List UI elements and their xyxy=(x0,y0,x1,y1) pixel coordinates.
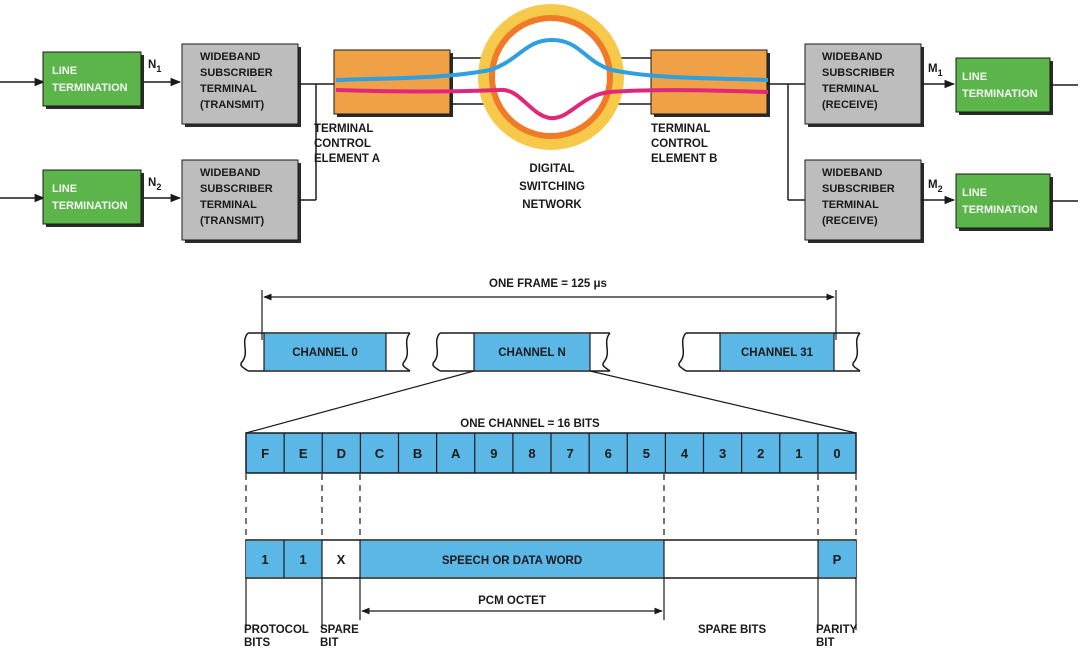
label-m2: M2 xyxy=(928,179,943,194)
channel-bit-6: 6 xyxy=(605,446,612,461)
channel-bit-5: 5 xyxy=(643,446,650,461)
spare-bits-caption: SPARE BITS xyxy=(698,624,766,636)
expand-line-right xyxy=(590,371,856,433)
connector-right xyxy=(767,84,805,200)
channel-bit-A: A xyxy=(451,446,461,461)
line-termination-left-2: LINE TERMINATION xyxy=(43,170,144,227)
frame-title: ONE FRAME = 125 μs xyxy=(489,278,607,290)
channel-bit-1: 1 xyxy=(795,446,802,461)
channel-bit-B: B xyxy=(413,446,422,461)
word-protocol-bit-2-label: 1 xyxy=(299,552,306,567)
frame-channel-n-label: CHANNEL N xyxy=(498,347,566,359)
word-speech-data-label: SPEECH OR DATA WORD xyxy=(442,555,582,567)
channel-bit-8: 8 xyxy=(528,446,535,461)
expand-line-left xyxy=(246,371,474,433)
label-n1: N1 xyxy=(148,59,161,74)
label-n2: N2 xyxy=(148,177,161,192)
pcm-octet-label: PCM OCTET xyxy=(478,595,546,607)
word-section: 1 1 X SPEECH OR DATA WORD P PCM OCTET PR… xyxy=(244,540,858,649)
channel-title: ONE CHANNEL = 16 BITS xyxy=(460,418,600,430)
channel-bit-7: 7 xyxy=(566,446,573,461)
frame-section: ONE FRAME = 125 μs CHANNEL 0 CHANNEL N C… xyxy=(241,278,860,433)
channel-section: ONE CHANNEL = 16 BITS F E D C B A 9 8 7 6 5 4 3 2 1 0 xyxy=(246,418,856,540)
frame-channel-0-label: CHANNEL 0 xyxy=(292,347,358,359)
channel-bit-2: 2 xyxy=(757,446,764,461)
lt-left-1-line1: LINE xyxy=(52,65,77,77)
channel-bit-9: 9 xyxy=(490,446,497,461)
channel-bit-D: D xyxy=(337,446,346,461)
channel-bit-C: C xyxy=(375,446,385,461)
channel-bit-3: 3 xyxy=(719,446,726,461)
label-m1: M1 xyxy=(928,63,943,78)
word-protocol-bit-1-label: 1 xyxy=(261,552,268,567)
channel-bit-F: F xyxy=(261,446,269,461)
lt-left-1-line2: TERMINATION xyxy=(52,82,128,94)
word-parity-label: P xyxy=(833,552,842,567)
line-termination-left-1: LINE TERMINATION xyxy=(43,52,144,109)
network-section: LINE TERMINATION LINE TERMINATION N1 N2 WI… xyxy=(0,10,1078,243)
frame-channel-31-label: CHANNEL 31 xyxy=(741,347,814,359)
lt-left-2-line1: LINE xyxy=(52,183,77,195)
channel-bit-0: 0 xyxy=(833,446,840,461)
channel-bit-4: 4 xyxy=(681,446,689,461)
lt-left-2-line2: TERMINATION xyxy=(52,200,128,212)
bit-boundary-guides xyxy=(246,474,856,540)
word-spare-bit-label: X xyxy=(337,552,346,567)
channel-bit-E: E xyxy=(299,446,308,461)
